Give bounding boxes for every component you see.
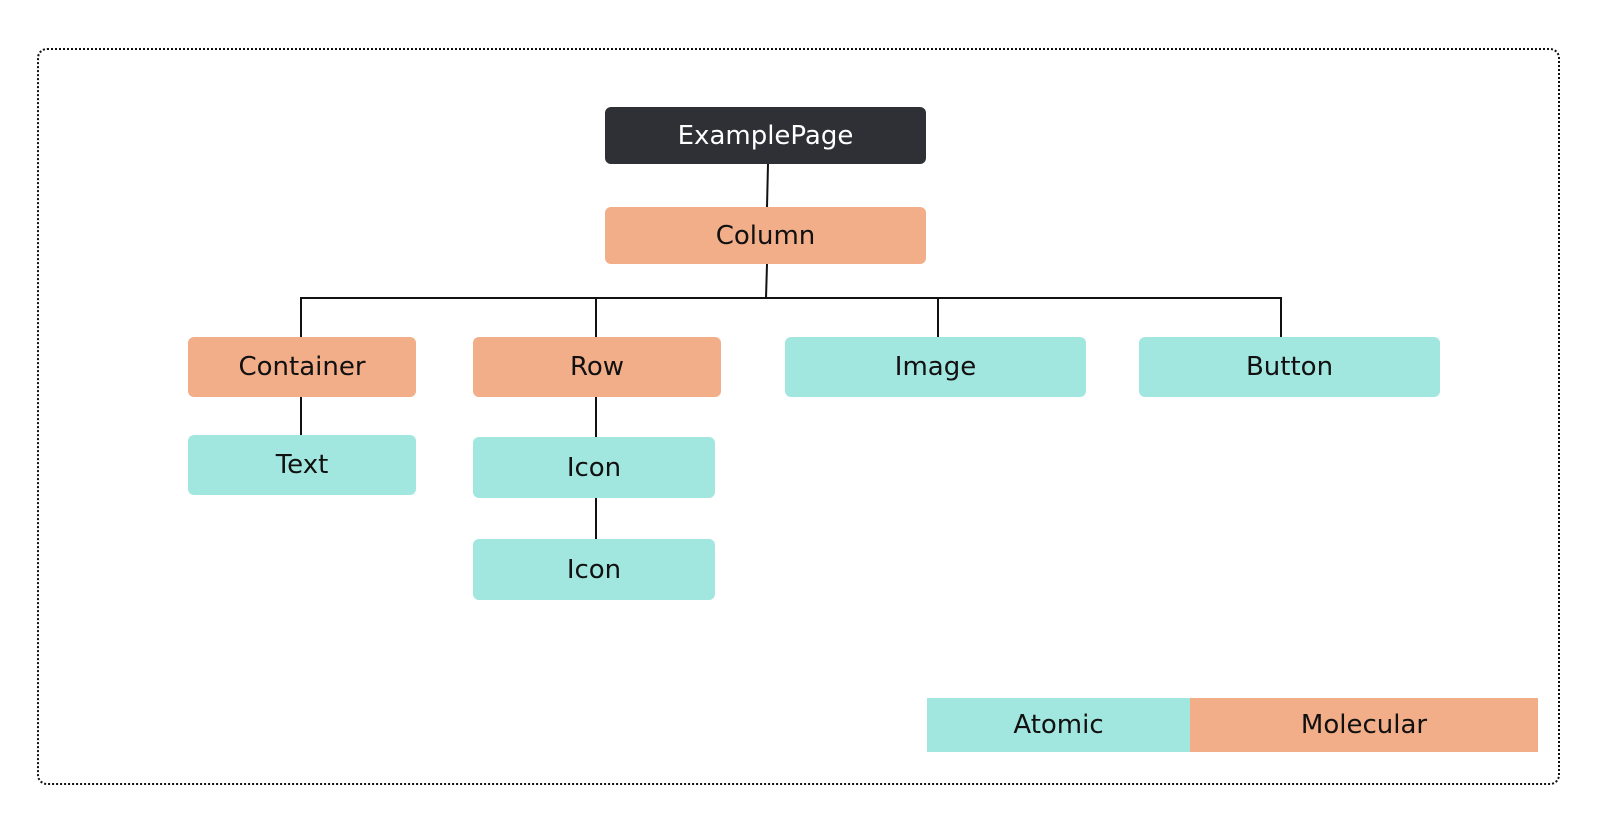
- node-column-label: Column: [715, 220, 816, 251]
- node-examplepage: ExamplePage: [605, 107, 926, 164]
- node-button: Button: [1139, 337, 1440, 397]
- node-image-label: Image: [894, 352, 977, 382]
- legend-atomic: Atomic: [927, 698, 1190, 752]
- edge-examplepage-column: [766, 163, 769, 208]
- node-icon-1-label: Icon: [566, 452, 622, 483]
- node-examplepage-label: ExamplePage: [677, 120, 854, 151]
- node-icon-1: Icon: [473, 437, 715, 498]
- node-column: Column: [605, 207, 926, 264]
- node-row-label: Row: [569, 352, 625, 382]
- legend-atomic-label: Atomic: [1013, 710, 1104, 740]
- node-text: Text: [188, 435, 416, 495]
- diagram-frame: [37, 48, 1560, 785]
- node-container-label: Container: [238, 352, 366, 382]
- node-image: Image: [785, 337, 1086, 397]
- node-text-label: Text: [275, 450, 329, 480]
- node-row: Row: [473, 337, 721, 397]
- node-button-label: Button: [1245, 352, 1334, 382]
- edge-column-bus: [765, 263, 768, 299]
- node-icon-2: Icon: [473, 539, 715, 600]
- node-icon-2-label: Icon: [566, 554, 622, 585]
- legend-molecular: Molecular: [1190, 698, 1538, 752]
- node-container: Container: [188, 337, 416, 397]
- legend-molecular-label: Molecular: [1300, 710, 1428, 740]
